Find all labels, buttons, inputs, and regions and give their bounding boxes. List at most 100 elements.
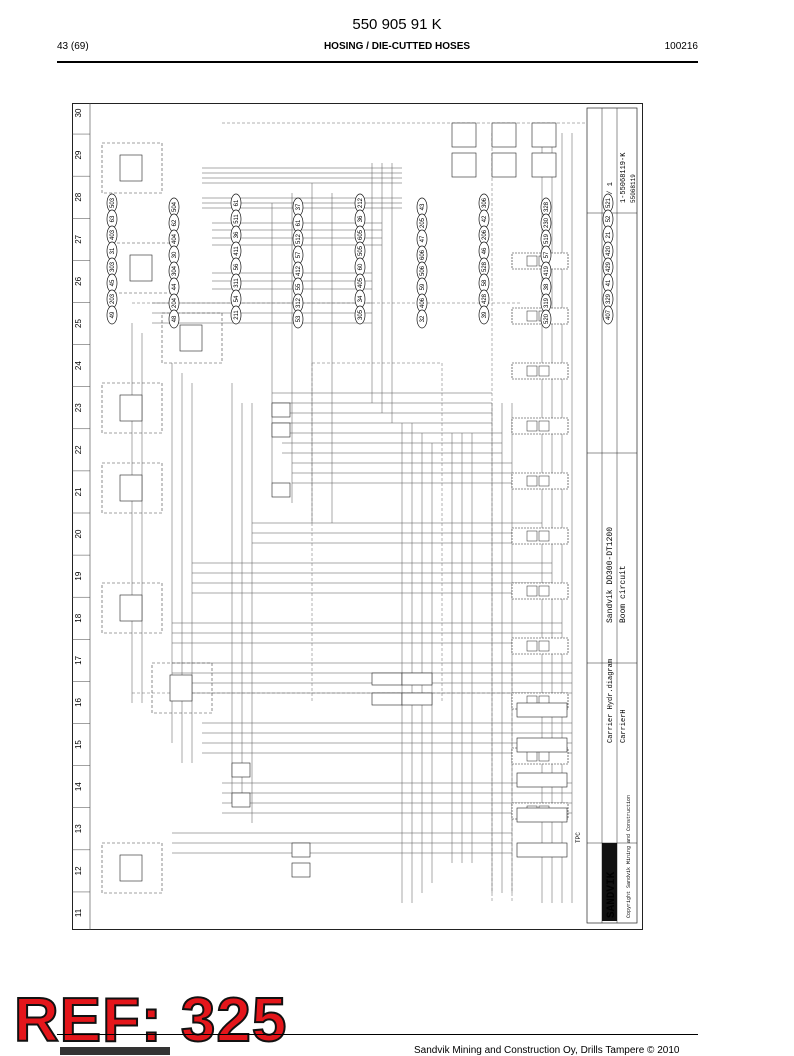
- hose-label: 60: [354, 257, 366, 277]
- hose-label: 63: [106, 209, 118, 229]
- svg-text:420: 420: [606, 245, 612, 256]
- svg-text:428: 428: [482, 293, 488, 304]
- component-box: [151, 662, 213, 714]
- svg-text:405: 405: [358, 277, 364, 288]
- hose-label: 31: [106, 241, 118, 261]
- hose-label: 312: [292, 293, 304, 313]
- hose-label: 521: [602, 193, 614, 213]
- svg-text:304: 304: [172, 265, 178, 276]
- hose-label: 528: [478, 257, 490, 277]
- hose-label: 48: [168, 309, 180, 329]
- grid-column-label: 23: [74, 403, 83, 412]
- footer-rule: [57, 1034, 698, 1035]
- header-rule: [57, 61, 698, 63]
- hose-label: 512: [292, 229, 304, 249]
- hose-number-labels: 5036340331303452034950462404303044420448…: [106, 193, 614, 329]
- svg-text:605: 605: [358, 229, 364, 240]
- svg-text:504: 504: [172, 201, 178, 212]
- hose-label: 406: [416, 293, 428, 313]
- svg-text:56: 56: [234, 263, 240, 270]
- svg-text:520: 520: [544, 313, 550, 324]
- svg-text:57: 57: [296, 251, 302, 258]
- component-box: [101, 842, 163, 894]
- hose-label: 328: [540, 197, 552, 217]
- svg-text:404: 404: [172, 233, 178, 244]
- svg-text:406: 406: [420, 297, 426, 308]
- svg-text:31: 31: [110, 247, 116, 254]
- grid-column-label: 19: [74, 571, 83, 580]
- title-copyright: Copyright Sandvik Mining and Constructio…: [626, 795, 632, 918]
- grid-column-label: 30: [74, 108, 83, 117]
- hose-label: 39: [478, 305, 490, 325]
- hose-label: 62: [168, 213, 180, 233]
- hose-label: 57: [292, 245, 304, 265]
- svg-text:305: 305: [358, 309, 364, 320]
- svg-text:211: 211: [234, 310, 240, 320]
- hose-label: 329: [602, 289, 614, 309]
- control-valves: [231, 122, 557, 878]
- svg-text:61: 61: [234, 199, 240, 206]
- svg-text:328: 328: [544, 201, 550, 212]
- title-diagram-type: Carrier Hydr.diagram: [607, 659, 615, 743]
- document-number: 550 905 91 K: [352, 16, 442, 33]
- hose-label: 57: [540, 245, 552, 265]
- title-subtitle: Boom circuit: [619, 565, 628, 623]
- svg-text:36: 36: [358, 215, 364, 222]
- valve-section: [516, 737, 568, 753]
- svg-text:39: 39: [482, 311, 488, 318]
- valve-section: [516, 842, 568, 858]
- svg-text:45: 45: [110, 279, 116, 286]
- svg-text:54: 54: [234, 295, 240, 302]
- svg-text:419: 419: [544, 265, 550, 276]
- svg-text:49: 49: [110, 311, 116, 318]
- hose-label: 419: [540, 261, 552, 281]
- hose-label: 304: [168, 261, 180, 281]
- svg-text:512: 512: [296, 233, 302, 244]
- hose-label: 519: [540, 229, 552, 249]
- svg-text:505: 505: [358, 245, 364, 256]
- svg-text:528: 528: [482, 261, 488, 272]
- grid-column-label: 22: [74, 445, 83, 454]
- svg-text:53: 53: [296, 315, 302, 322]
- hose-label: 605: [354, 225, 366, 245]
- hose-label: 30: [168, 245, 180, 265]
- svg-text:503: 503: [110, 197, 116, 208]
- svg-text:311: 311: [234, 278, 240, 288]
- grid-column-label: 25: [74, 319, 83, 328]
- boom-cylinders: [101, 142, 223, 894]
- svg-text:43: 43: [420, 203, 426, 210]
- hose-label: 428: [478, 289, 490, 309]
- svg-text:203: 203: [110, 293, 116, 304]
- svg-text:506: 506: [420, 265, 426, 276]
- svg-text:62: 62: [172, 219, 178, 226]
- hose-label: 205: [416, 213, 428, 233]
- hose-label: 38: [540, 277, 552, 297]
- hose-label: 429: [602, 257, 614, 277]
- hose-label: 203: [106, 289, 118, 309]
- title-code: 55068119: [630, 174, 637, 203]
- grid-column-label: 15: [74, 740, 83, 749]
- svg-text:319: 319: [544, 297, 550, 308]
- hose-label: 55: [292, 277, 304, 297]
- svg-text:206: 206: [482, 229, 488, 240]
- svg-text:61: 61: [296, 219, 302, 226]
- svg-text:306: 306: [482, 197, 488, 208]
- hose-label: 407: [602, 305, 614, 325]
- component-box: [101, 582, 163, 634]
- grid-column-label: 21: [74, 487, 83, 496]
- date-code: 100216: [664, 41, 698, 52]
- hose-label: 319: [540, 293, 552, 313]
- directional-valve-stack: [511, 252, 569, 858]
- hose-label: 54: [230, 289, 242, 309]
- hose-label: 504: [168, 197, 180, 217]
- hose-label: 49: [106, 305, 118, 325]
- hose-label: 511: [230, 209, 242, 229]
- svg-text:205: 205: [420, 217, 426, 228]
- svg-text:303: 303: [110, 261, 116, 272]
- page-counter: 43 (69): [57, 41, 89, 52]
- title-product: Sandvik DD300-DT1200: [606, 527, 615, 623]
- grid-column-label: 28: [74, 192, 83, 201]
- hose-label: 206: [478, 225, 490, 245]
